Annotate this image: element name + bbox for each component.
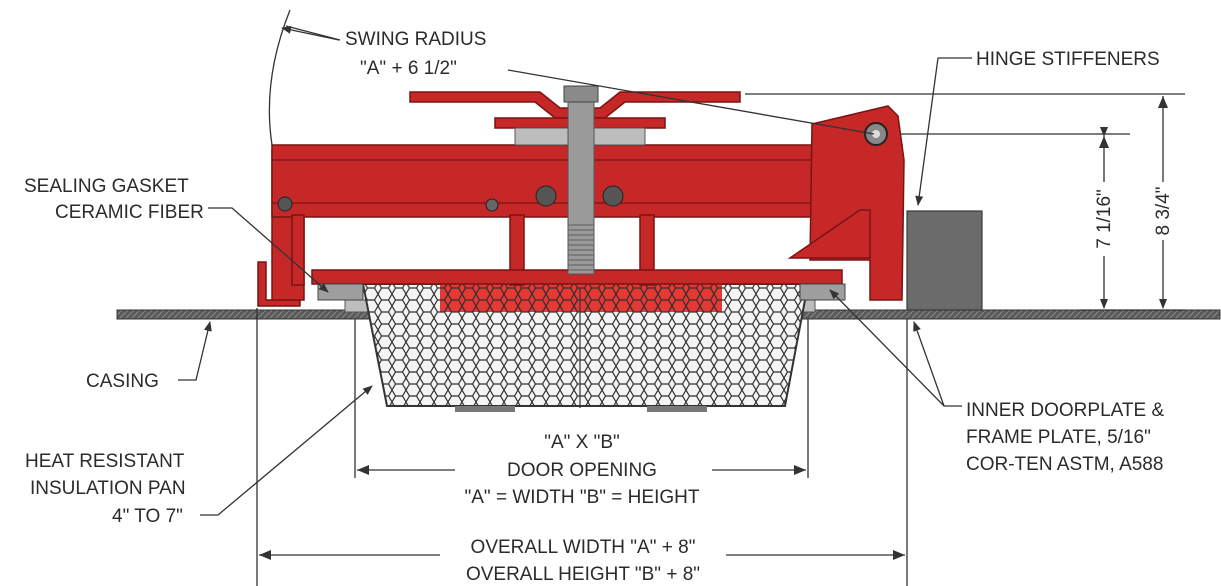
hinge-stiffeners-label: HINGE STIFFENERS	[976, 49, 1160, 70]
inner-doorplate-label: INNER DOORPLATE &	[966, 400, 1164, 421]
swing-radius-label: SWING RADIUS	[345, 29, 486, 50]
heat-resistant-label: HEAT RESISTANT	[25, 451, 185, 472]
insulation-pan-red-zone	[440, 284, 722, 312]
overall-height-label: OVERALL HEIGHT "B" + 8"	[466, 564, 700, 585]
frame-plate-label: FRAME PLATE, 5/16"	[966, 427, 1151, 448]
rod-nut	[563, 85, 599, 103]
dimension-7-1-16: 7 1/16"	[1094, 189, 1115, 249]
door-opening-definition-label: "A" = WIDTH "B" = HEIGHT	[465, 487, 700, 508]
threaded-rod	[567, 95, 595, 275]
ceramic-fiber-label: CERAMIC FIBER	[55, 202, 204, 223]
insulation-thickness-label: 4" TO 7"	[112, 506, 183, 527]
door-opening-label: DOOR OPENING	[507, 460, 657, 481]
bolt	[277, 196, 293, 212]
bolt	[485, 198, 499, 212]
hinge-diagonal-brace	[787, 209, 871, 259]
hinge-stiffener-block	[906, 210, 983, 311]
overall-width-label: OVERALL WIDTH "A" + 8"	[471, 537, 696, 558]
casing-label: CASING	[86, 371, 159, 392]
sealing-gasket-label: SEALING GASKET	[24, 176, 189, 197]
swing-radius-value: "A" + 6 1/2"	[360, 58, 457, 79]
top-cross-arm	[409, 91, 741, 119]
swing-radius-arc	[268, 9, 291, 146]
insulation-pan-label: INSULATION PAN	[30, 478, 186, 499]
cor-ten-label: COR-TEN ASTM, A588	[966, 454, 1163, 475]
door-opening-ab-label: "A" X "B"	[544, 432, 620, 453]
bolt	[602, 185, 624, 207]
bolt	[535, 185, 557, 207]
sealing-gasket-left	[317, 283, 364, 301]
dimension-8-3-4: 8 3/4"	[1153, 186, 1174, 235]
